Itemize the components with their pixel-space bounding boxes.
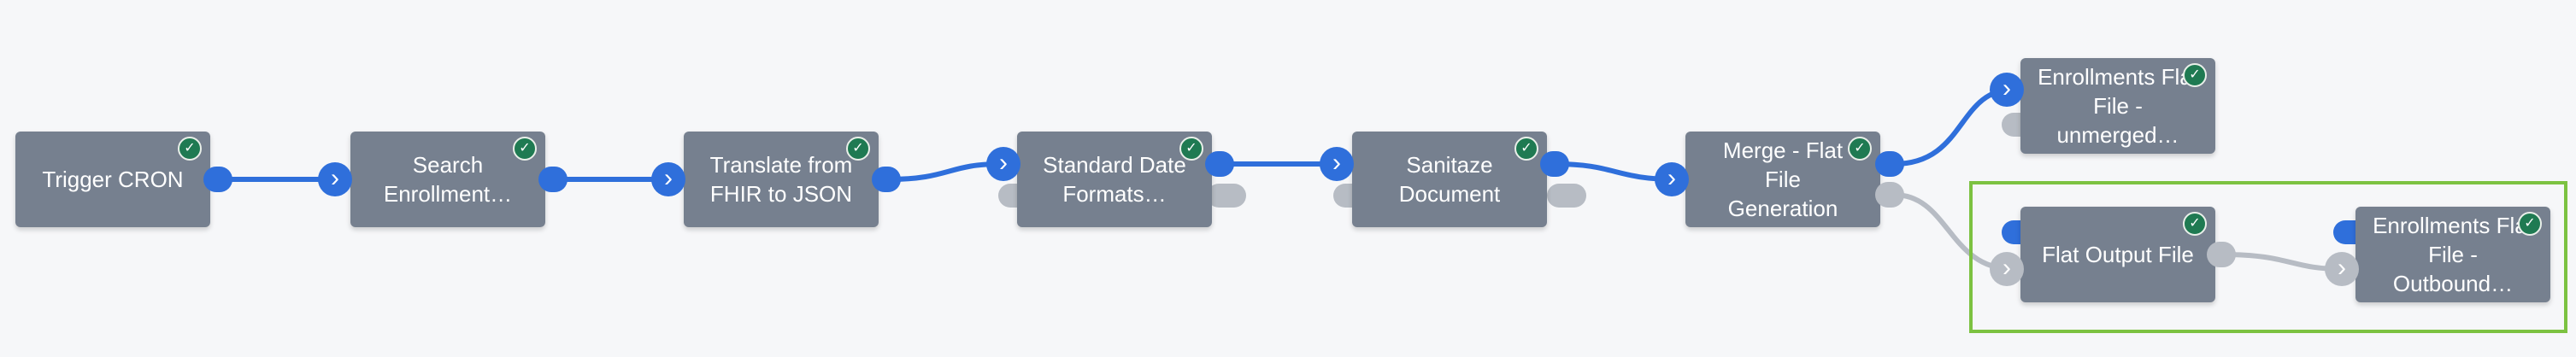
input-port-chevron-icon[interactable]: › xyxy=(651,162,685,196)
node-label: Standard Date Formats… xyxy=(1043,152,1186,207)
node-trigger-cron[interactable]: Trigger CRON ✓ xyxy=(15,132,210,227)
output-port[interactable] xyxy=(538,167,568,192)
output-port[interactable] xyxy=(2207,242,2236,267)
node-flat-output-file[interactable]: Flat Output File ✓ xyxy=(2020,207,2215,302)
output-port[interactable] xyxy=(1875,182,1904,208)
check-circle-icon: ✓ xyxy=(1179,137,1203,161)
node-label: Translate from FHIR to JSON xyxy=(709,152,853,207)
node-sanitaze-document[interactable]: Sanitaze Document ✓ xyxy=(1352,132,1547,227)
check-circle-icon: ✓ xyxy=(2183,63,2207,87)
selection-group-box[interactable] xyxy=(1969,181,2567,333)
check-circle-icon: ✓ xyxy=(2183,212,2207,236)
wire-translate-standard xyxy=(888,161,1001,182)
node-label: Flat Output File xyxy=(2042,242,2194,267)
node-label: Search Enrollment… xyxy=(383,152,513,207)
input-port-chevron-icon[interactable]: › xyxy=(1990,73,2024,107)
output-port[interactable] xyxy=(872,167,901,192)
node-label: Enrollments Flat File - Outbound… xyxy=(2373,213,2533,296)
input-port-chevron-icon[interactable]: › xyxy=(318,162,352,196)
output-port[interactable] xyxy=(1540,151,1569,177)
check-circle-icon: ✓ xyxy=(2518,212,2542,236)
node-label: Merge - Flat File Generation xyxy=(1722,138,1844,221)
input-port-chevron-icon[interactable]: › xyxy=(1990,252,2024,286)
input-port-chevron-icon[interactable]: › xyxy=(1655,162,1689,196)
output-port[interactable] xyxy=(1205,151,1234,177)
input-port-chevron-icon[interactable]: › xyxy=(1320,147,1354,181)
node-enrollments-unmerged[interactable]: Enrollments Flat File - unmerged… ✓ xyxy=(2020,58,2215,154)
check-circle-icon: ✓ xyxy=(1848,137,1872,161)
node-label: Trigger CRON xyxy=(42,167,184,192)
check-circle-icon: ✓ xyxy=(178,137,202,161)
node-label: Enrollments Flat File - unmerged… xyxy=(2038,64,2198,148)
node-translate-fhir-json[interactable]: Translate from FHIR to JSON ✓ xyxy=(684,132,879,227)
check-circle-icon: ✓ xyxy=(846,137,870,161)
input-port-chevron-icon[interactable]: › xyxy=(986,147,1020,181)
node-label: Sanitaze Document xyxy=(1398,152,1501,207)
output-port[interactable] xyxy=(203,167,232,192)
secondary-output-pill[interactable] xyxy=(1207,184,1246,208)
check-circle-icon: ✓ xyxy=(513,137,537,161)
secondary-output-pill[interactable] xyxy=(1547,184,1586,208)
check-circle-icon: ✓ xyxy=(1514,137,1538,161)
node-merge-flat-file[interactable]: Merge - Flat File Generation ✓ xyxy=(1685,132,1880,227)
output-port[interactable] xyxy=(1875,151,1904,177)
input-port-chevron-icon[interactable]: › xyxy=(2325,252,2359,286)
node-search-enrollment[interactable]: Search Enrollment… ✓ xyxy=(350,132,545,227)
node-standard-date-formats[interactable]: Standard Date Formats… ✓ xyxy=(1017,132,1212,227)
node-enrollments-outbound[interactable]: Enrollments Flat File - Outbound… ✓ xyxy=(2355,207,2550,302)
